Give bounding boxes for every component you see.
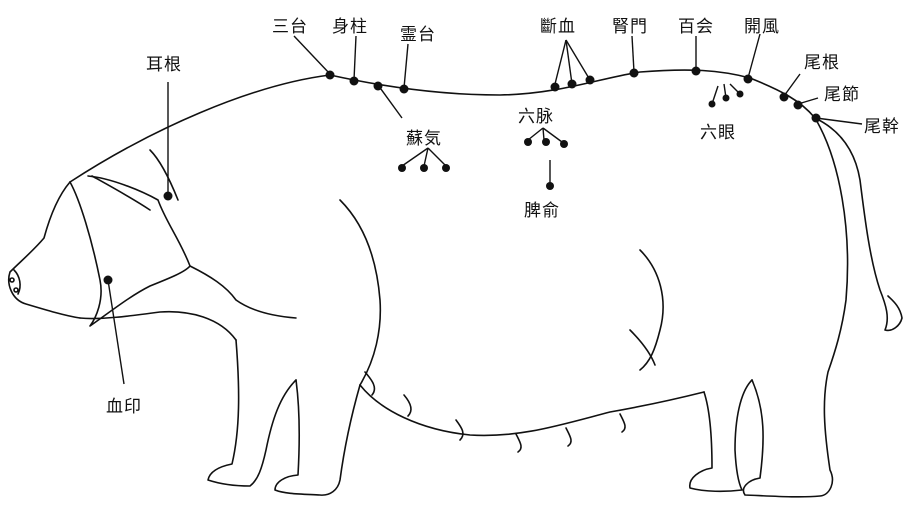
label-shinchu: 身柱: [332, 17, 368, 37]
label-bikan: 尾幹: [864, 117, 900, 137]
label-rokumyaku: 六脉: [518, 107, 554, 127]
pig-outline: [8, 69, 903, 498]
label-danketsu: 斷血: [540, 17, 576, 37]
label-hiyu: 脾俞: [524, 201, 560, 221]
label-rokugan: 六眼: [700, 123, 736, 143]
label-bikon: 尾根: [804, 53, 840, 73]
acupoint-dots: [103, 66, 821, 285]
label-ketsuin: 血印: [106, 397, 142, 417]
label-jinmon: 腎門: [612, 17, 648, 37]
label-kaifu: 開風: [744, 17, 780, 37]
label-sandai: 三台: [272, 17, 308, 37]
label-bisetsu: 尾節: [824, 85, 860, 105]
label-jikon: 耳根: [146, 55, 182, 75]
label-soki: 蘇気: [406, 129, 442, 149]
label-hyakue: 百会: [678, 17, 714, 37]
leader-lines: [107, 33, 863, 385]
label-reidai: 霊台: [400, 25, 436, 45]
